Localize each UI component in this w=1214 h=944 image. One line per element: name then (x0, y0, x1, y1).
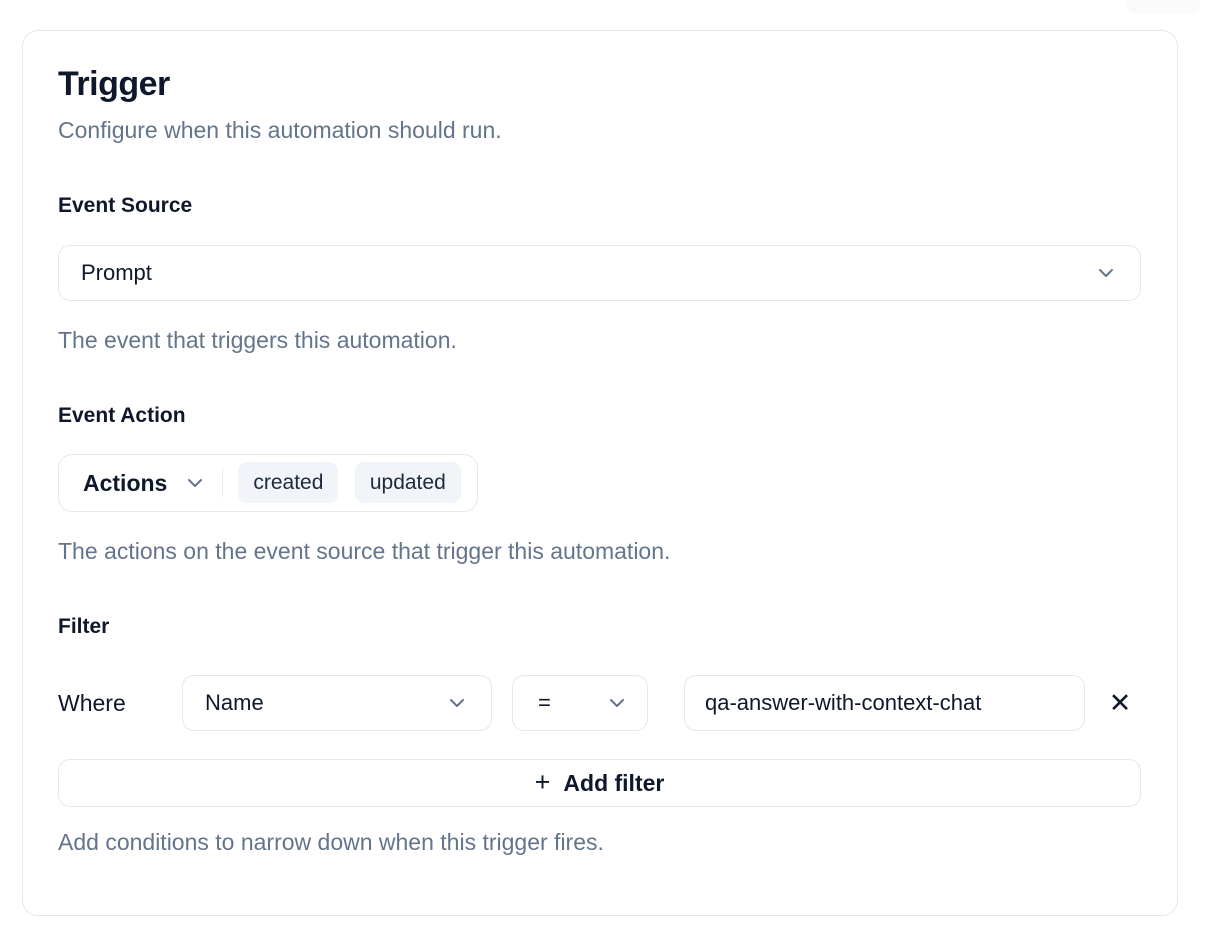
chevron-down-icon (610, 699, 624, 707)
filter-condition-row: Where Name = ✕ (58, 675, 1141, 731)
page-subtitle: Configure when this automation should ru… (58, 117, 502, 143)
chevron-down-icon (1099, 269, 1113, 277)
event-action-label: Event Action (58, 404, 186, 427)
trigger-card: Trigger Configure when this automation s… (22, 30, 1178, 916)
filter-helper: Add conditions to narrow down when this … (58, 829, 604, 855)
event-action-tags: created updated (238, 462, 461, 503)
event-action-control: Actions created updated (58, 454, 478, 512)
filter-operator-select[interactable]: = (512, 675, 648, 731)
page-title: Trigger (58, 65, 170, 103)
filter-operator-selected-value: = (538, 690, 551, 715)
event-action-tag-updated[interactable]: updated (354, 462, 461, 503)
page-top-right-artifact (1126, 0, 1200, 14)
remove-filter-button[interactable]: ✕ (1099, 682, 1141, 724)
filter-field-selected-value: Name (205, 690, 264, 715)
event-source-label: Event Source (58, 194, 193, 217)
filter-field-select[interactable]: Name (182, 675, 492, 731)
event-action-helper: The actions on the event source that tri… (58, 538, 671, 564)
close-icon: ✕ (1108, 687, 1132, 718)
event-source-select[interactable]: Prompt (58, 245, 1141, 301)
add-filter-button-label: Add filter (563, 769, 665, 796)
filter-label: Filter (58, 615, 110, 638)
add-filter-button[interactable]: + Add filter (58, 759, 1141, 807)
event-action-dropdown-label: Actions (83, 469, 168, 496)
event-action-dropdown[interactable]: Actions (83, 470, 207, 497)
divider (222, 469, 224, 497)
plus-icon: + (534, 766, 551, 797)
event-source-helper: The event that triggers this automation. (58, 327, 457, 353)
filter-value-input[interactable] (684, 675, 1085, 731)
chevron-down-icon (450, 699, 464, 707)
filter-where-label: Where (58, 689, 126, 716)
event-source-selected-value: Prompt (81, 260, 152, 285)
event-action-tag-created[interactable]: created (238, 462, 339, 503)
chevron-down-icon (188, 479, 203, 487)
